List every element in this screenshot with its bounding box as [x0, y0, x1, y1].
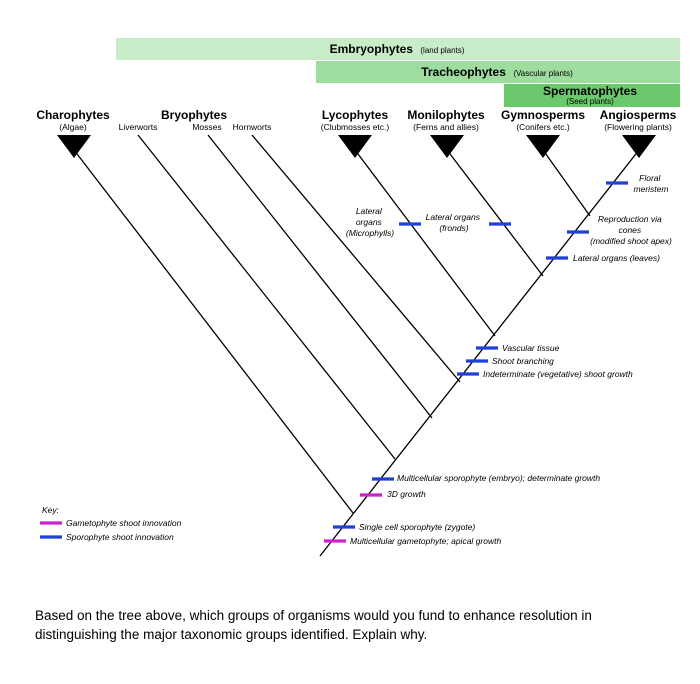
- embryophytes-title: Embryophytes: [330, 42, 414, 56]
- taxon-liverworts: Liverworts: [119, 122, 158, 132]
- spermatophytes-band: [504, 84, 680, 107]
- branch-hornworts: [251, 134, 461, 383]
- label-indeterminate: Indeterminate (vegetative) shoot growth: [483, 369, 633, 379]
- taxon-charophytes-sub: (Algae): [59, 122, 87, 132]
- taxon-monilophytes: Monilophytes: [407, 108, 485, 122]
- key-title: Key:: [42, 505, 60, 515]
- tracheophytes-band: [316, 61, 680, 83]
- label-floral-meristem: Floral meristem: [634, 173, 669, 194]
- taxon-monilophytes-sub: (Ferns and allies): [413, 122, 479, 132]
- label-lateral-leaves: Lateral organs (leaves): [573, 253, 660, 263]
- taxon-charophytes: Charophytes: [36, 108, 110, 122]
- label-3d-growth: 3D growth: [387, 489, 426, 499]
- label-multicellular-sporophyte: Multicellular sporophyte (embryo); deter…: [397, 473, 600, 483]
- taxon-lycophytes-sub: (Clubmosses etc.): [321, 122, 390, 132]
- branch-liverworts: [137, 134, 396, 460]
- taxon-gymnosperms: Gymnosperms: [501, 108, 585, 122]
- question-text: Based on the tree above, which groups of…: [35, 608, 592, 642]
- tracheophytes-title: Tracheophytes: [421, 65, 506, 79]
- branch-monilophytes: [446, 149, 544, 277]
- taxon-angiosperms-sub: (Flowering plants): [604, 122, 672, 132]
- branch-mosses: [207, 134, 433, 419]
- taxon-gymnosperms-sub: (Conifers etc.): [516, 122, 570, 132]
- label-reproduction-cones: Reproduction via cones (modified shoot a…: [590, 214, 672, 246]
- gymnosperms-triangle: [526, 135, 560, 158]
- embryophytes-sub: (land plants): [420, 46, 464, 55]
- angiosperms-triangle: [622, 135, 656, 158]
- main-trunk: [319, 149, 640, 557]
- label-lateral-fronds: Lateral organs (fronds): [426, 212, 483, 233]
- label-lateral-microphylls: Lateral organs (Microphylls): [346, 206, 394, 238]
- taxon-angiosperms: Angiosperms: [600, 108, 677, 122]
- branch-charophytes: [73, 149, 354, 514]
- lycophytes-triangle: [338, 135, 372, 158]
- taxon-hornworts: Hornworts: [233, 122, 272, 132]
- tracheophytes-sub: (Vascular plants): [513, 69, 573, 78]
- spermatophytes-title: Spermatophytes: [543, 84, 637, 98]
- tree-branches: [73, 134, 640, 557]
- taxon-mosses: Mosses: [192, 122, 221, 132]
- character-bars: [324, 181, 628, 543]
- label-multicellular-gametophyte: Multicellular gametophyte; apical growth: [350, 536, 501, 546]
- taxon-bryophytes: Bryophytes: [161, 108, 227, 122]
- key-gametophyte-label: Gametophyte shoot innovation: [66, 518, 182, 528]
- branch-lycophytes: [354, 149, 496, 337]
- monilophytes-triangle: [430, 135, 464, 158]
- branch-gymnosperms: [542, 149, 591, 217]
- charophytes-triangle: [57, 135, 91, 158]
- spermatophytes-sub: (Seed plants): [566, 97, 614, 106]
- key-sporophyte-label: Sporophyte shoot innovation: [66, 532, 174, 542]
- label-vascular-tissue: Vascular tissue: [502, 343, 560, 353]
- taxon-lycophytes: Lycophytes: [322, 108, 389, 122]
- label-single-cell-sporophyte: Single cell sporophyte (zygote): [359, 522, 475, 532]
- embryophytes-band: [116, 38, 680, 60]
- svg-text:Embryophytes (land plants): Embryophytes (land plants): [330, 40, 465, 57]
- svg-text:Tracheophytes (Vascular pl: Tracheophytes (Vascular plants): [421, 63, 573, 80]
- label-shoot-branching: Shoot branching: [492, 356, 554, 366]
